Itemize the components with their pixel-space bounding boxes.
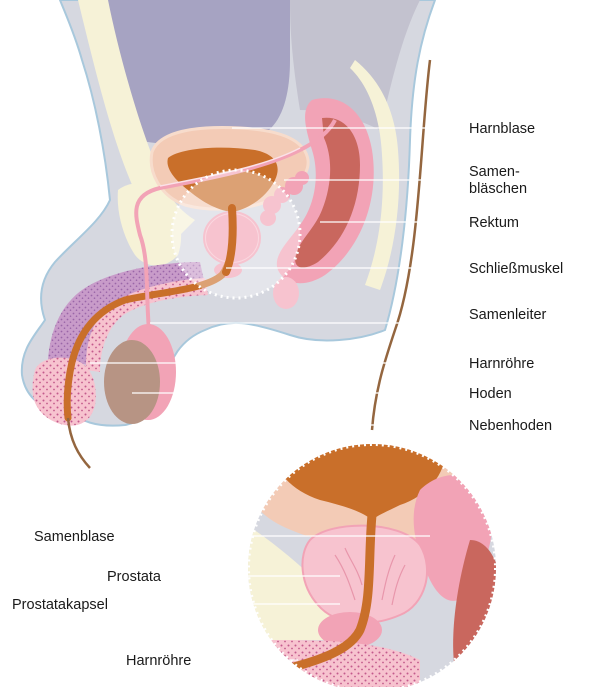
label-seminal-vesicle-line1: Samen- — [469, 164, 520, 180]
label-detail-urethra: Harnröhre — [126, 653, 191, 669]
label-detail-prostate-capsule: Prostatakapsel — [12, 597, 108, 613]
label-rectum: Rektum — [469, 215, 519, 231]
testis — [104, 340, 160, 424]
label-sphincter: Schließmuskel — [469, 261, 563, 277]
label-urethra: Harnröhre — [469, 356, 534, 372]
label-detail-seminal-vesicle: Samenblase — [34, 529, 115, 545]
main-labels: Harnblase Samen- bläschen Rektum Schließ… — [469, 121, 563, 434]
detail-view — [240, 440, 510, 687]
main-anatomy — [22, 0, 435, 468]
label-seminal-vesicle: Samen- bläschen — [469, 164, 527, 197]
label-testis: Hoden — [469, 386, 512, 402]
label-epididymis: Nebenhoden — [469, 418, 552, 434]
detail-labels: Samenblase Prostata Prostatakapsel Harnr… — [12, 529, 191, 669]
label-seminal-vesicle-line2: bläschen — [469, 181, 527, 197]
label-bladder: Harnblase — [469, 121, 535, 137]
label-vas-deferens: Samenleiter — [469, 307, 547, 323]
label-detail-prostate: Prostata — [107, 569, 162, 585]
